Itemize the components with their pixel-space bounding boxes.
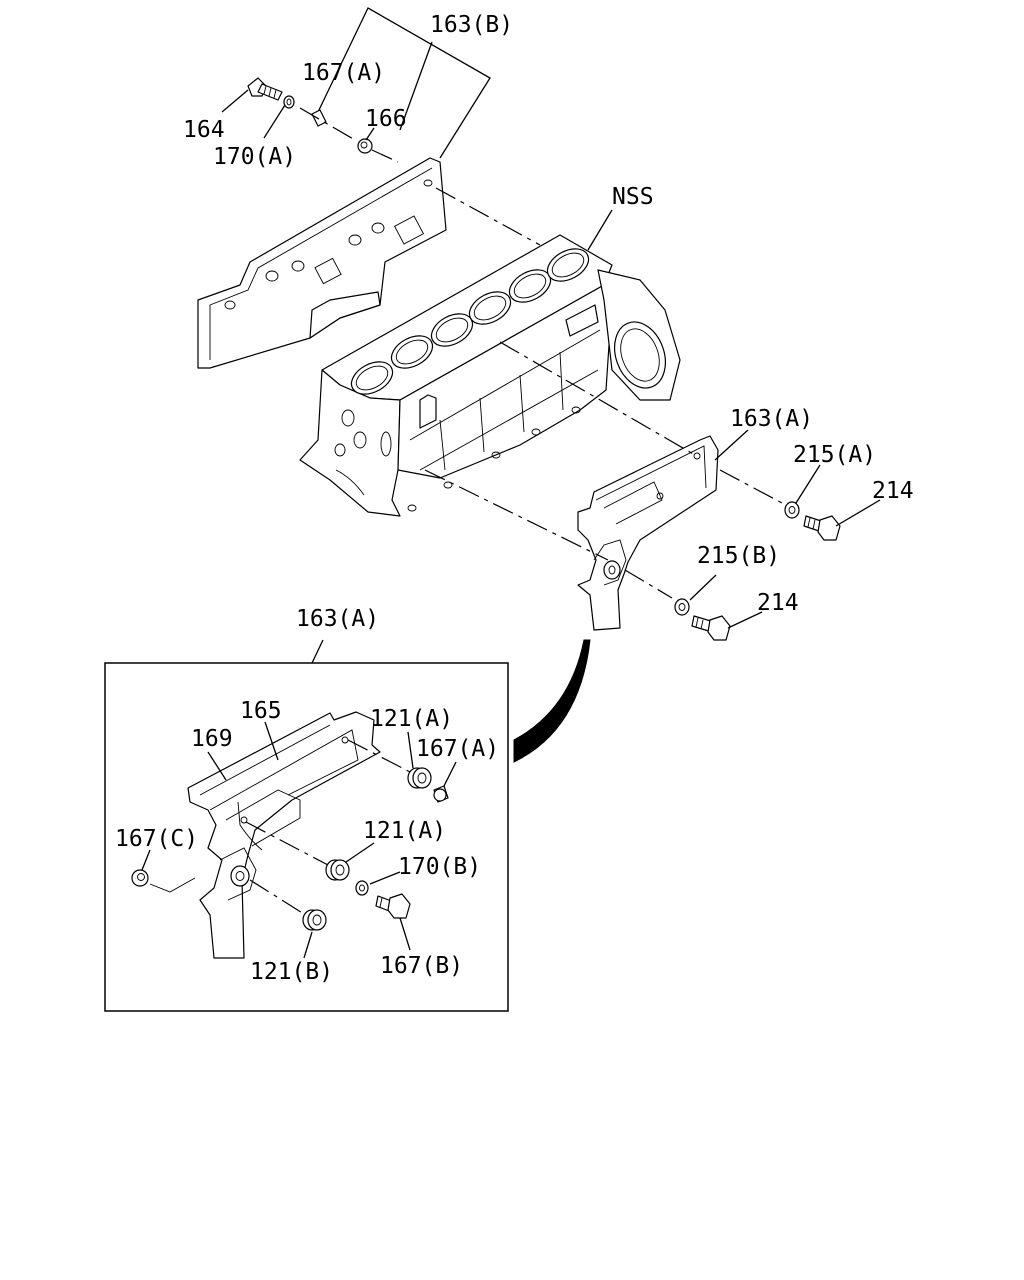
washer-170b [355, 880, 369, 896]
label-164: 164 [183, 117, 225, 143]
label-169: 169 [191, 726, 233, 752]
bolt-214-a [803, 515, 841, 541]
engine-block-nss [299, 234, 681, 517]
label-121b: 121(B) [250, 959, 333, 985]
cover-163a-detail [187, 711, 381, 959]
bolt-214-b [691, 615, 731, 641]
label-215a: 215(A) [793, 442, 876, 468]
label-170a: 170(A) [213, 144, 296, 170]
label-163b: 163(B) [430, 12, 513, 38]
dowel-167a-top [311, 109, 327, 127]
dowel-167c [131, 869, 149, 887]
washer-170a [283, 95, 295, 109]
cover-163a-right [577, 435, 719, 631]
grommet-121b [302, 909, 327, 931]
label-167a-top: 167(A) [302, 60, 385, 86]
label-214-b: 214 [757, 590, 799, 616]
label-nss: NSS [612, 184, 654, 210]
grommet-121a-top [407, 767, 432, 789]
label-166: 166 [365, 106, 407, 132]
washer-215a [784, 501, 800, 519]
label-121a-mid: 121(A) [363, 818, 446, 844]
label-167c: 167(C) [115, 826, 198, 852]
gasket-163b [197, 157, 447, 369]
dowel-167a-detail [433, 785, 449, 803]
label-163a-detail: 163(A) [296, 606, 379, 632]
label-215b: 215(B) [697, 543, 780, 569]
label-165: 165 [240, 698, 282, 724]
label-121a-top: 121(A) [370, 706, 453, 732]
label-167a-detail: 167(A) [416, 736, 499, 762]
washer-215b [674, 598, 690, 616]
bolt-164 [247, 77, 283, 101]
label-163a-right: 163(A) [730, 406, 813, 432]
label-170b: 170(B) [398, 854, 481, 880]
detail-callout-arrow [513, 639, 591, 763]
grommet-121a-mid [325, 859, 350, 881]
plug-166 [357, 138, 373, 154]
label-214-a: 214 [872, 478, 914, 504]
bolt-167b [375, 893, 411, 919]
label-167b: 167(B) [380, 953, 463, 979]
detail-box [104, 662, 509, 1012]
